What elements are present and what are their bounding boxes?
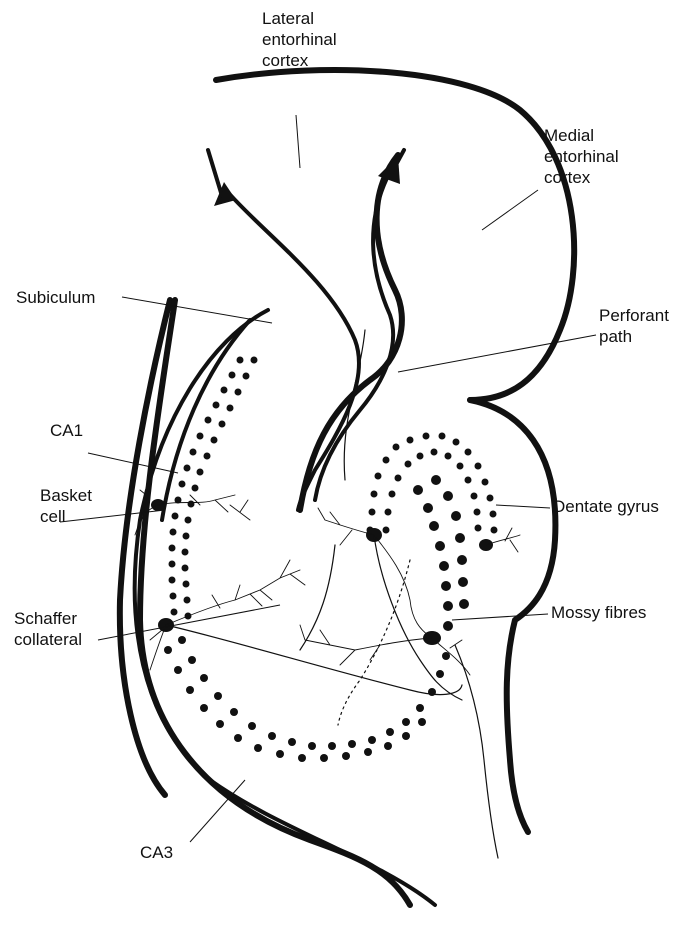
dentate-granule-inner	[383, 449, 482, 534]
ca3-collateral-dotted	[338, 560, 410, 725]
dentate-efferent-fibre	[455, 645, 498, 858]
subiculum-outer-3	[135, 310, 435, 905]
leader-lateral-entorhinal	[296, 115, 300, 168]
label-basket-cell: Basket cell	[40, 485, 92, 527]
schaffer-collateral-fibre	[166, 625, 462, 695]
hilus-cell-column	[413, 475, 469, 631]
subiculum-outer-2	[140, 300, 410, 905]
label-ca3: CA3	[140, 842, 173, 863]
leader-perforant-path	[398, 335, 596, 372]
label-ca1: CA1	[50, 420, 83, 441]
label-perforant-path: Perforant path	[599, 305, 669, 347]
label-mossy-fibres: Mossy fibres	[551, 602, 646, 623]
ca1-cell-row-outer	[169, 357, 244, 616]
label-lateral-entorhinal-cortex: Lateral entorhinal cortex	[262, 8, 337, 71]
neuron-somata	[151, 499, 493, 645]
ca3-cell-row	[164, 636, 450, 762]
label-medial-entorhinal-cortex: Medial entorhinal cortex	[544, 125, 619, 188]
leader-subiculum	[122, 297, 272, 323]
leader-schaffer-collateral	[98, 605, 280, 640]
label-subiculum: Subiculum	[16, 287, 95, 308]
lateral-arrow-shaft	[208, 150, 222, 196]
ca1-cell-row-inner	[182, 357, 258, 620]
label-schaffer-collateral: Schaffer collateral	[14, 608, 82, 650]
leader-medial-entorhinal	[482, 190, 538, 230]
perforant-fibre-lateral	[226, 190, 359, 510]
ca3-axon-fibre	[300, 545, 335, 650]
label-dentate-gyrus: Dentate gyrus	[553, 496, 659, 517]
leader-mossy-fibres	[452, 614, 548, 620]
mossy-fibre-pathway	[374, 535, 462, 700]
leader-dentate-gyrus	[496, 505, 550, 508]
